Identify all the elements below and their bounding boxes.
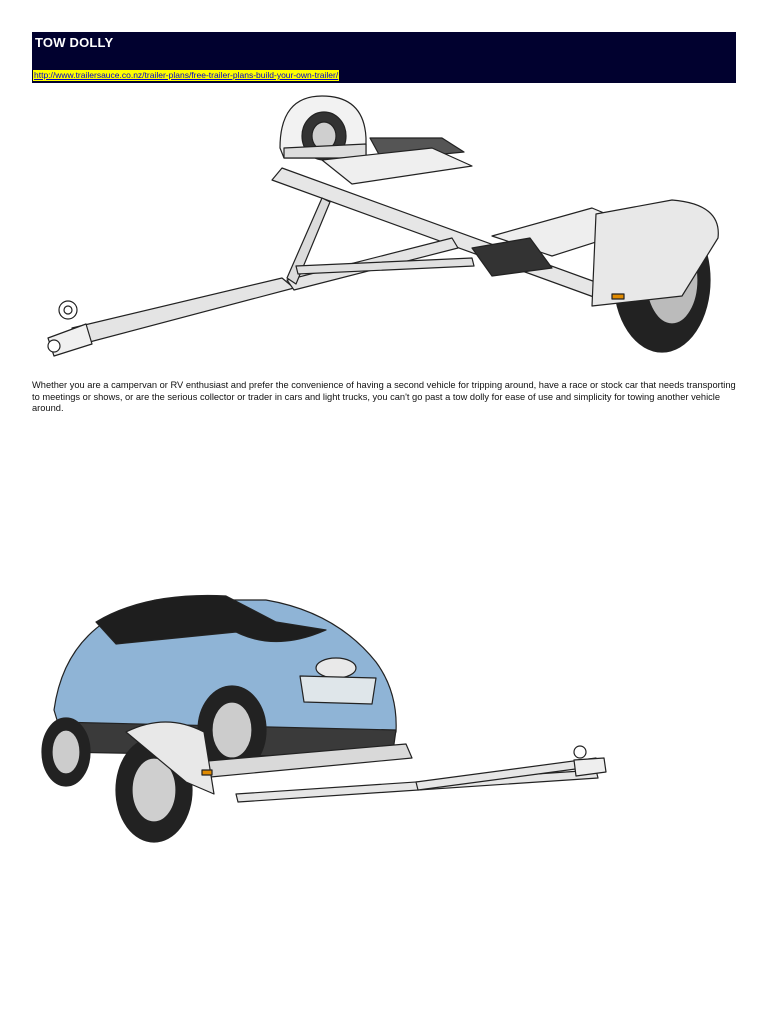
- car-on-tow-dolly-illustration: [41, 594, 607, 843]
- source-link[interactable]: http://www.trailersauce.co.nz/trailer-pl…: [33, 70, 340, 81]
- intro-paragraph: Whether you are a campervan or RV enthus…: [32, 380, 736, 414]
- rear-wheel-fender: [279, 95, 367, 161]
- hitch-coupler: [47, 300, 93, 357]
- tongue-beam-lower: [71, 277, 295, 345]
- tow-dolly-illustration: [47, 95, 719, 357]
- page-title: TOW DOLLY: [35, 35, 114, 50]
- deck-left: [321, 147, 473, 185]
- hitch-coupler: [573, 745, 607, 777]
- front-ramp: [471, 237, 553, 277]
- dolly-wheel-fender: [115, 721, 215, 843]
- side-rail: [295, 257, 475, 275]
- car: [41, 594, 397, 787]
- front-wheel-fender: [591, 199, 719, 353]
- page-header: TOW DOLLY http://www.trailersauce.co.nz/…: [32, 32, 736, 83]
- diagonal-brace: [286, 197, 331, 285]
